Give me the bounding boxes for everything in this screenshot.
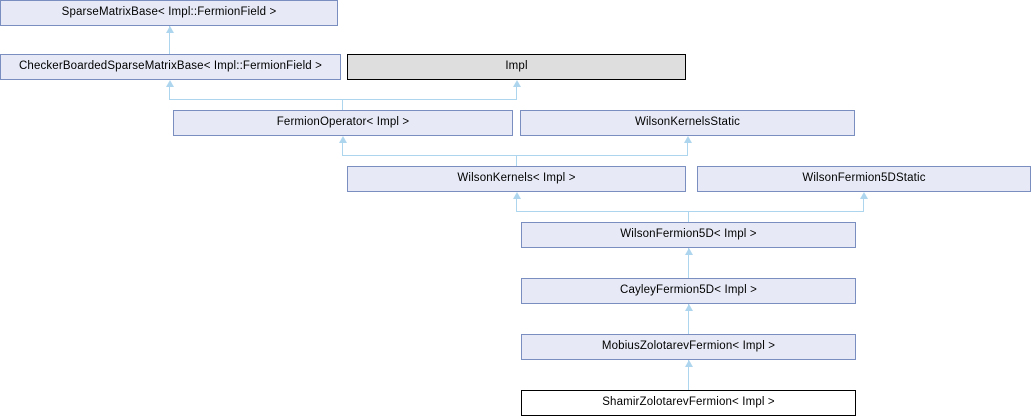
arrowhead-wilsonkernelsstatic [684,136,692,143]
node-mobius-zolotarev-fermion[interactable]: MobiusZolotarevFermion< Impl > [521,334,856,360]
edge-mobiuszolotarev-to-cayleyfermion5d [688,304,689,334]
node-impl[interactable]: Impl [347,54,686,80]
node-cayley-fermion-5d[interactable]: CayleyFermion5D< Impl > [521,278,856,304]
node-label: Impl [505,60,528,73]
edge-wilsonkernels-to-fermionoperator-riser [342,142,343,156]
edge-checkerboarded-to-sparsematrixbase [169,26,170,54]
edge-bus-row3 [342,155,688,156]
node-wilson-fermion-5d[interactable]: WilsonFermion5D< Impl > [521,222,856,248]
node-checker-boarded-sparse-matrix-base[interactable]: CheckerBoardedSparseMatrixBase< Impl::Fe… [0,54,341,80]
node-label: WilsonKernels< Impl > [457,172,576,185]
edge-wilsonfermion5d-to-wilsonkernels-riser [516,198,517,212]
node-label: MobiusZolotarevFermion< Impl > [601,340,776,353]
edge-fermionoperator-to-checkerboarded-riser [169,86,170,100]
node-wilson-kernels[interactable]: WilsonKernels< Impl > [347,166,686,192]
edge-cayleyfermion5d-to-wilsonfermion5d [688,248,689,278]
arrowhead-checkerboarded [166,80,174,87]
edge-shamirzolotarev-to-mobiuszolotarev [688,360,689,390]
edge-wilsonfermion5d-to-wilsonfermion5dstatic-riser [863,198,864,212]
edge-bus-row4-drop [688,211,689,222]
node-label: SparseMatrixBase< Impl::FermionField > [61,6,277,19]
edge-fermionoperator-to-impl-riser [516,86,517,100]
arrowhead-fermionoperator [339,136,347,143]
node-sparse-matrix-base[interactable]: SparseMatrixBase< Impl::FermionField > [0,0,338,26]
arrowhead-sparsematrixbase [166,26,174,33]
edge-bus-row3-drop [516,155,517,166]
edge-bus-row4 [516,211,864,212]
node-wilson-fermion-5d-static[interactable]: WilsonFermion5DStatic [697,166,1031,192]
node-label: WilsonKernelsStatic [634,116,741,129]
node-label: CheckerBoardedSparseMatrixBase< Impl::Fe… [18,60,323,73]
arrowhead-wilsonfermion5d [685,248,693,255]
arrowhead-wilsonfermion5dstatic [860,192,868,199]
edge-wilsonkernels-to-wilsonkernelsstatic-riser [687,142,688,156]
arrowhead-mobiuszolotarev [685,360,693,367]
arrowhead-wilsonkernels [513,192,521,199]
node-label: CayleyFermion5D< Impl > [619,284,758,297]
arrowhead-impl [513,80,521,87]
node-label: WilsonFermion5D< Impl > [620,228,757,241]
node-label: FermionOperator< Impl > [276,116,410,129]
node-label: ShamirZolotarevFermion< Impl > [602,396,775,409]
node-wilson-kernels-static[interactable]: WilsonKernelsStatic [520,110,855,136]
edge-bus-row2-drop [342,99,343,110]
arrowhead-cayleyfermion5d [685,304,693,311]
edge-bus-row2 [169,99,517,100]
node-fermion-operator[interactable]: FermionOperator< Impl > [173,110,513,136]
node-label: WilsonFermion5DStatic [802,172,926,185]
node-shamir-zolotarev-fermion[interactable]: ShamirZolotarevFermion< Impl > [521,390,856,416]
